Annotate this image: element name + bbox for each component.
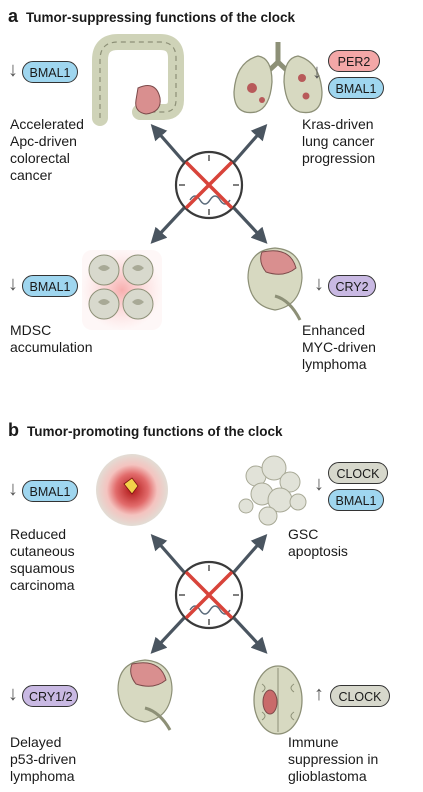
- down-arrow-icon: ↓: [8, 59, 18, 81]
- lymphoma-caption: Enhanced MYC-driven lymphoma: [302, 322, 376, 373]
- gsc-caption: GSC apoptosis: [288, 526, 348, 560]
- p53-lymphoma-illustration: [117, 659, 173, 731]
- panel-b-title: b Tumor-promoting functions of the clock: [8, 420, 283, 441]
- down-arrow-icon: ↓: [314, 473, 324, 495]
- lymphoma-caption-line-2: MYC-driven: [302, 339, 376, 355]
- per2-pill: PER2: [328, 50, 380, 72]
- brain-caption-line-3: glioblastoma: [288, 768, 367, 784]
- clock-pill-brain: CLOCK: [330, 685, 390, 707]
- colon-caption-line-2: Apc-driven: [10, 133, 77, 149]
- lung-caption-line-3: progression: [302, 150, 376, 166]
- down-arrow-icon: ↓: [8, 273, 18, 295]
- panel-a-letter: a: [8, 6, 19, 26]
- colon-illustration: [92, 34, 184, 126]
- mdsc-caption-line-2: accumulation: [10, 339, 93, 355]
- p53-caption-line-1: Delayed: [10, 734, 62, 750]
- lymphoma-illustration: [247, 247, 303, 321]
- panel-a-title-text: Tumor-suppressing functions of the clock: [26, 10, 296, 25]
- brain-caption-line-1: Immune: [288, 734, 339, 750]
- bmal1-pill-lung: BMAL1: [328, 77, 384, 99]
- lymphoma-caption-line-3: lymphoma: [302, 356, 367, 372]
- clock-symbol-a: [174, 150, 244, 220]
- bmal1-pill-colon: BMAL1: [22, 61, 78, 83]
- mdsc-cells-illustration: [82, 250, 162, 330]
- gsc-cells-illustration: [238, 455, 307, 526]
- p53-caption-line-3: lymphoma: [10, 768, 75, 784]
- skin-carcinoma-illustration: [96, 454, 168, 526]
- colon-tumor: [135, 85, 161, 115]
- down-arrow-icon: ↓: [8, 478, 18, 500]
- arrows-b: [150, 533, 268, 654]
- panel-a-title: a Tumor-suppressing functions of the cloc…: [8, 6, 295, 27]
- bmal1-pill-mdsc: BMAL1: [22, 275, 78, 297]
- mdsc-caption-line-1: MDSC: [10, 322, 52, 338]
- brain-caption-line-2: suppression in: [288, 751, 379, 767]
- bmal1-pill-skin: BMAL1: [22, 480, 78, 502]
- colon-caption-line-3: colorectal: [10, 150, 70, 166]
- cry2-pill: CRY2: [328, 275, 376, 297]
- mdsc-caption: MDSC accumulation: [10, 322, 93, 356]
- brain-illustration: [253, 665, 303, 735]
- panel-b-letter: b: [8, 420, 19, 440]
- lymphoma-caption-line-1: Enhanced: [302, 322, 366, 338]
- down-arrow-icon: ↓: [314, 273, 324, 295]
- skin-caption-line-1: Reduced: [10, 526, 67, 542]
- down-arrow-icon: ↓: [8, 683, 18, 705]
- lung-caption-line-1: Kras-driven: [302, 116, 374, 132]
- colon-caption: Accelerated Apc-driven colorectal cancer: [10, 116, 84, 184]
- skin-caption-line-4: carcinoma: [10, 577, 75, 593]
- clock-pill-gsc: CLOCK: [328, 462, 388, 484]
- clock-symbol-b: [174, 560, 244, 630]
- down-arrow-icon: ↓: [312, 61, 322, 83]
- lung-caption: Kras-driven lung cancer progression: [302, 116, 375, 167]
- p53-caption: Delayed p53-driven lymphoma: [10, 734, 76, 785]
- brain-caption: Immune suppression in glioblastoma: [288, 734, 378, 785]
- gsc-caption-line-1: GSC: [288, 526, 319, 542]
- skin-caption-line-3: squamous: [10, 560, 75, 576]
- arrows-a: [150, 123, 268, 244]
- skin-caption-line-2: cutaneous: [10, 543, 75, 559]
- colon-caption-line-4: cancer: [10, 167, 53, 183]
- bmal1-pill-gsc: BMAL1: [328, 489, 384, 511]
- up-arrow-icon: ↑: [314, 683, 324, 705]
- lungs-illustration: [233, 42, 323, 114]
- panel-b-title-text: Tumor-promoting functions of the clock: [27, 424, 283, 439]
- lung-caption-line-2: lung cancer: [302, 133, 375, 149]
- colon-caption-line-1: Accelerated: [10, 116, 84, 132]
- p53-caption-line-2: p53-driven: [10, 751, 77, 767]
- gsc-caption-line-2: apoptosis: [288, 543, 348, 559]
- cry12-pill: CRY1/2: [22, 685, 78, 707]
- skin-caption: Reduced cutaneous squamous carcinoma: [10, 526, 75, 594]
